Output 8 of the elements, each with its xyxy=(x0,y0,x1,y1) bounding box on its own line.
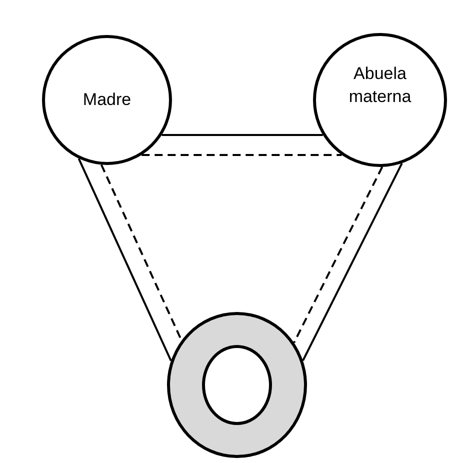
node-label: Madre xyxy=(82,88,132,111)
connector-line xyxy=(142,154,342,156)
connector-line xyxy=(302,162,403,362)
connector-line xyxy=(293,166,384,344)
connector-line xyxy=(100,164,182,341)
connector-line xyxy=(78,158,172,362)
connector-line xyxy=(162,134,323,136)
node-label: Abuela materna xyxy=(348,63,412,108)
